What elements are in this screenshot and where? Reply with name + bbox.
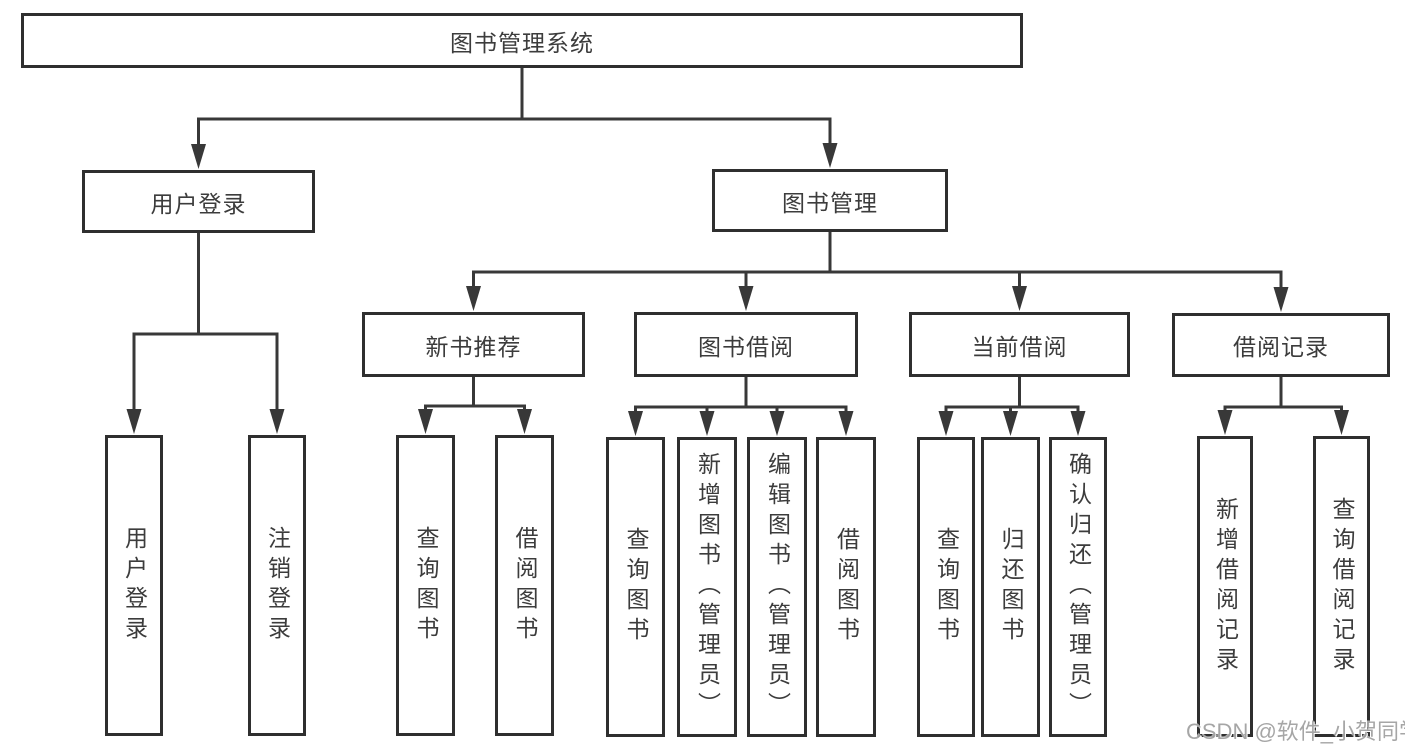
- node-label: 查询借阅记录: [1329, 496, 1355, 677]
- node-label: 查询图书: [623, 527, 649, 647]
- node-label: 新增借阅记录: [1212, 496, 1239, 677]
- node-label: 图书管理系统: [450, 29, 594, 56]
- node-label: 当前借阅: [971, 333, 1068, 360]
- node-label: 借阅记录: [1233, 334, 1329, 360]
- leaf-user-login: 用户登录: [105, 435, 163, 736]
- node-label: 查询图书: [413, 525, 439, 646]
- watermark-text: CSDN @软件_小贺同学: [1186, 719, 1405, 744]
- leaf-edit-book-admin: 编辑图书（管理员）: [747, 437, 807, 737]
- node-label: 确认归还（管理员）: [1065, 452, 1092, 722]
- node-label: 图书管理: [782, 189, 878, 216]
- leaf-borrow-book-1: 借阅图书: [495, 435, 554, 736]
- node-new-book-recommend: 新书推荐: [362, 312, 585, 377]
- leaf-query-book-2: 查询图书: [606, 437, 665, 737]
- leaf-add-borrow-record: 新增借阅记录: [1197, 436, 1253, 737]
- node-label: 借阅图书: [512, 525, 538, 646]
- node-label: 注销登录: [264, 525, 291, 646]
- node-label: 图书借阅: [698, 333, 794, 360]
- leaf-add-book-admin: 新增图书（管理员）: [677, 437, 737, 737]
- node-label: 编辑图书（管理员）: [764, 452, 791, 722]
- node-borrow-records: 借阅记录: [1172, 313, 1390, 377]
- node-label: 用户登录: [121, 525, 148, 646]
- node-book-borrow: 图书借阅: [634, 312, 858, 377]
- node-label: 归还图书: [998, 527, 1024, 647]
- node-label: 新书推荐: [425, 333, 522, 360]
- leaf-borrow-book-2: 借阅图书: [816, 437, 876, 737]
- leaf-query-book-1: 查询图书: [396, 435, 455, 736]
- node-label: 新增图书（管理员）: [694, 452, 721, 722]
- node-label: 借阅图书: [833, 527, 860, 647]
- leaf-query-borrow-record: 查询借阅记录: [1313, 436, 1370, 737]
- node-book-management: 图书管理: [712, 169, 948, 232]
- node-root-library-system: 图书管理系统: [21, 13, 1023, 68]
- node-current-borrow: 当前借阅: [909, 312, 1130, 377]
- leaf-return-book: 归还图书: [981, 437, 1040, 737]
- leaf-confirm-return-admin: 确认归还（管理员）: [1049, 437, 1107, 737]
- leaf-query-book-3: 查询图书: [917, 437, 975, 737]
- node-user-login: 用户登录: [82, 170, 315, 233]
- node-label: 用户登录: [150, 190, 247, 217]
- leaf-logout: 注销登录: [248, 435, 306, 736]
- node-label: 查询图书: [933, 527, 960, 647]
